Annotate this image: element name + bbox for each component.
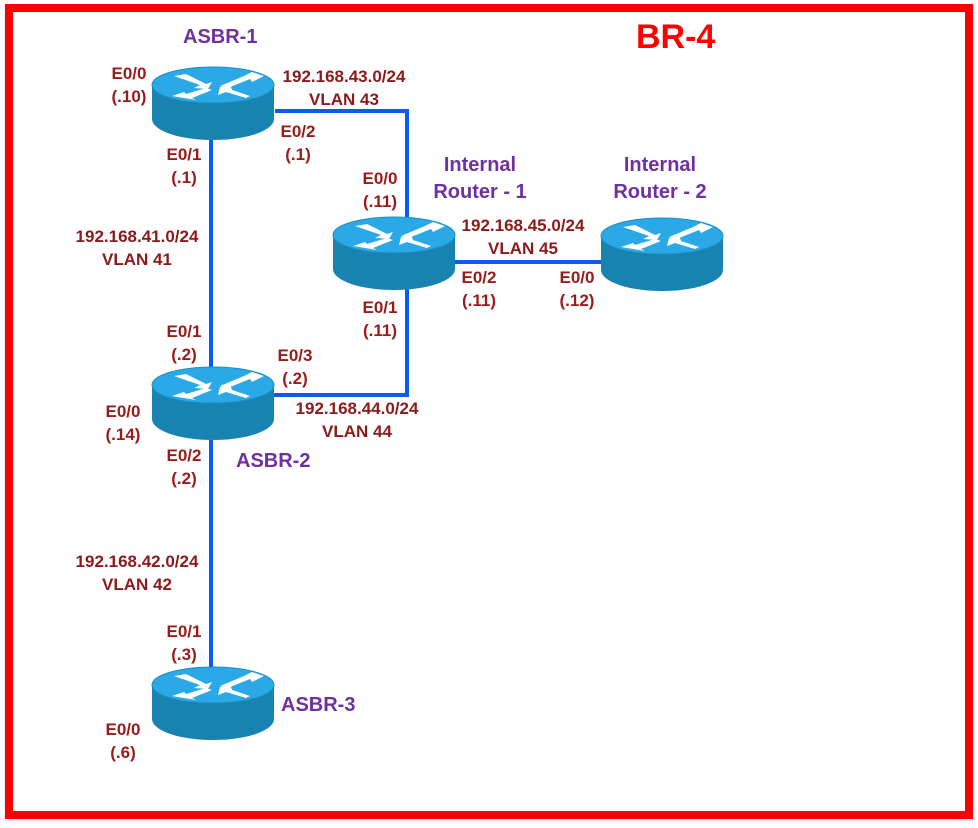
interface-asbr1-e02: E0/2 (.1) — [275, 120, 321, 166]
ip-label: (.11) — [362, 192, 398, 211]
ip-label: (.3) — [171, 645, 197, 664]
subnet-label: 192.168.42.0/24 — [75, 552, 199, 571]
ip-label: (.2) — [282, 369, 308, 388]
device-label-asbr2: ASBR-2 — [236, 450, 311, 472]
ip-label: (.6) — [110, 743, 136, 762]
device-label-asbr1: ASBR-1 — [183, 26, 258, 48]
network-label-vlan42: 192.168.42.0/24 VLAN 42 — [67, 550, 207, 596]
device-label-ir2-line2: Router - 2 — [613, 181, 707, 203]
ip-label: (.10) — [111, 87, 147, 106]
port-label: E0/2 — [280, 122, 316, 141]
port-label: E0/1 — [362, 298, 398, 317]
interface-asbr1-e01: E0/1 (.1) — [161, 143, 207, 189]
interface-asbr2-e00: E0/0 (.14) — [100, 400, 146, 446]
vlan-label: VLAN 43 — [309, 90, 379, 109]
interface-asbr2-e02: E0/2 (.2) — [161, 444, 207, 490]
vlan-label: VLAN 45 — [488, 239, 558, 258]
interface-asbr2-e03: E0/3 (.2) — [272, 344, 318, 390]
interface-ir2-e00: E0/0 (.12) — [554, 266, 600, 312]
network-label-vlan44: 192.168.44.0/24 VLAN 44 — [287, 397, 427, 443]
network-label-vlan45: 192.168.45.0/24 VLAN 45 — [453, 214, 593, 260]
port-label: E0/2 — [166, 446, 202, 465]
network-label-vlan43: 192.168.43.0/24 VLAN 43 — [276, 65, 412, 111]
ip-label: (.1) — [171, 168, 197, 187]
port-label: E0/1 — [166, 145, 202, 164]
interface-ir1-e02: E0/2 (.11) — [456, 266, 502, 312]
port-label: E0/0 — [105, 402, 141, 421]
device-label-ir1: Internal Router - 1 — [430, 152, 530, 206]
port-label: E0/0 — [105, 720, 141, 739]
ip-label: (.2) — [171, 345, 197, 364]
subnet-label: 192.168.45.0/24 — [461, 216, 585, 235]
subnet-label: 192.168.41.0/24 — [75, 227, 199, 246]
diagram-title: BR-4 — [636, 18, 716, 56]
interface-ir1-e01: E0/1 (.11) — [357, 296, 403, 342]
port-label: E0/1 — [166, 322, 202, 341]
ip-label: (.1) — [285, 145, 311, 164]
subnet-label: 192.168.44.0/24 — [295, 399, 419, 418]
network-label-vlan41: 192.168.41.0/24 VLAN 41 — [67, 225, 207, 271]
ip-label: (.11) — [362, 321, 398, 340]
link-vlan43[interactable] — [275, 109, 409, 224]
port-label: E0/2 — [461, 268, 497, 287]
port-label: E0/1 — [166, 622, 202, 641]
port-label: E0/0 — [559, 268, 595, 287]
port-label: E0/0 — [362, 169, 398, 188]
ip-label: (.14) — [105, 425, 141, 444]
vlan-label: VLAN 42 — [102, 575, 172, 594]
interface-asbr2-e01: E0/1 (.2) — [161, 320, 207, 366]
port-label: E0/0 — [111, 64, 147, 83]
device-label-ir2-line1: Internal — [623, 154, 697, 176]
link-vlan44[interactable] — [273, 288, 409, 397]
interface-asbr3-e00: E0/0 (.6) — [100, 718, 146, 764]
ip-label: (.12) — [559, 291, 595, 310]
router-asbr1-icon[interactable] — [151, 66, 275, 141]
device-label-asbr3: ASBR-3 — [281, 694, 356, 716]
vlan-label: VLAN 41 — [102, 250, 172, 269]
router-asbr3-icon[interactable] — [151, 666, 275, 741]
router-asbr2-icon[interactable] — [151, 366, 275, 441]
device-label-ir2: Internal Router - 2 — [610, 152, 710, 206]
interface-asbr3-e01: E0/1 (.3) — [161, 620, 207, 666]
subnet-label: 192.168.43.0/24 — [282, 67, 406, 86]
port-label: E0/3 — [277, 346, 313, 365]
device-label-ir1-line2: Router - 1 — [433, 181, 527, 203]
vlan-label: VLAN 44 — [322, 422, 392, 441]
interface-ir1-e00: E0/0 (.11) — [357, 167, 403, 213]
ip-label: (.2) — [171, 469, 197, 488]
router-ir2-icon[interactable] — [600, 217, 724, 292]
router-ir1-icon[interactable] — [332, 216, 456, 291]
ip-label: (.11) — [461, 291, 497, 310]
interface-asbr1-e00: E0/0 (.10) — [106, 62, 152, 108]
device-label-ir1-line1: Internal — [443, 154, 517, 176]
